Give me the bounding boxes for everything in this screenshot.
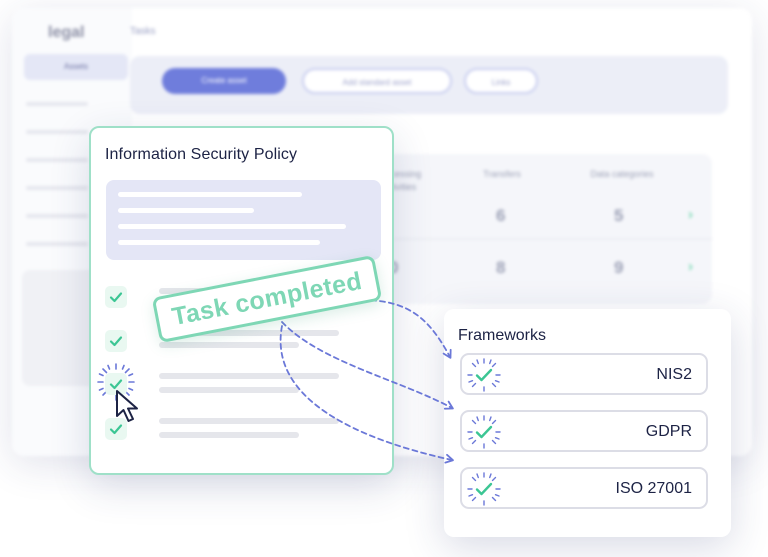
table-cell: 9 <box>614 258 624 277</box>
add-standard-asset-button[interactable]: Add standard asset <box>302 68 452 94</box>
app-logo: legal <box>48 24 85 41</box>
framework-label: ISO 27001 <box>615 480 693 497</box>
summary-line <box>118 208 254 213</box>
mouse-pointer-icon <box>116 390 138 422</box>
framework-item-gdpr[interactable]: GDPR <box>460 410 708 452</box>
column-header: Processing activities <box>376 169 422 192</box>
task-checkbox[interactable] <box>105 330 127 352</box>
task-row[interactable] <box>97 363 385 403</box>
sidebar-item-placeholder[interactable] <box>26 158 88 162</box>
column-header: Data categories <box>590 169 654 179</box>
check-burst-icon <box>467 472 501 506</box>
sidebar-item-assets[interactable]: Assets <box>24 54 128 80</box>
check-icon <box>109 424 123 435</box>
sidebar-item-placeholder[interactable] <box>26 186 88 190</box>
framework-label: NIS2 <box>656 366 692 383</box>
policy-summary-block <box>106 180 381 260</box>
policy-title: Information Security Policy <box>105 146 298 163</box>
task-checkbox[interactable] <box>105 418 127 440</box>
task-line <box>159 330 339 336</box>
framework-item-nis2[interactable]: NIS2 <box>460 353 708 395</box>
task-line <box>159 387 299 393</box>
table-cell: 6 <box>496 206 506 225</box>
check-icon <box>109 336 123 347</box>
row-divider <box>292 238 712 240</box>
check-burst-icon <box>467 415 501 449</box>
summary-line <box>118 240 320 245</box>
summary-line <box>118 192 302 197</box>
summary-line <box>118 224 346 229</box>
check-icon <box>109 379 123 390</box>
task-line <box>159 373 339 379</box>
check-burst-icon <box>467 358 501 392</box>
table-cell: 8 <box>496 258 506 277</box>
frameworks-title: Frameworks <box>458 327 547 344</box>
framework-label: GDPR <box>645 423 692 440</box>
column-header: Transfers <box>483 169 521 179</box>
check-icon <box>109 292 123 303</box>
sidebar-item-placeholder[interactable] <box>26 214 88 218</box>
table-cell: 5 <box>614 206 624 225</box>
chevron-right-icon[interactable]: › <box>688 258 693 275</box>
tab-tasks[interactable]: Tasks <box>130 26 156 37</box>
task-line <box>159 418 339 424</box>
task-row[interactable] <box>105 418 385 448</box>
policy-card: Information Security Policy <box>89 126 394 475</box>
task-checkbox[interactable] <box>105 373 127 395</box>
task-line <box>159 432 299 438</box>
sidebar-item-placeholder[interactable] <box>26 130 88 134</box>
sidebar-item-placeholder[interactable] <box>26 102 88 106</box>
task-row[interactable] <box>105 330 385 360</box>
frameworks-card: Frameworks NIS2 <box>444 309 731 537</box>
chevron-right-icon[interactable]: › <box>688 206 693 223</box>
sidebar-item-placeholder[interactable] <box>26 242 88 246</box>
task-checkbox[interactable] <box>105 286 127 308</box>
task-line <box>159 342 299 348</box>
links-button[interactable]: Links <box>464 68 538 94</box>
framework-item-iso-27001[interactable]: ISO 27001 <box>460 467 708 509</box>
create-asset-button[interactable]: Create asset <box>162 68 286 94</box>
